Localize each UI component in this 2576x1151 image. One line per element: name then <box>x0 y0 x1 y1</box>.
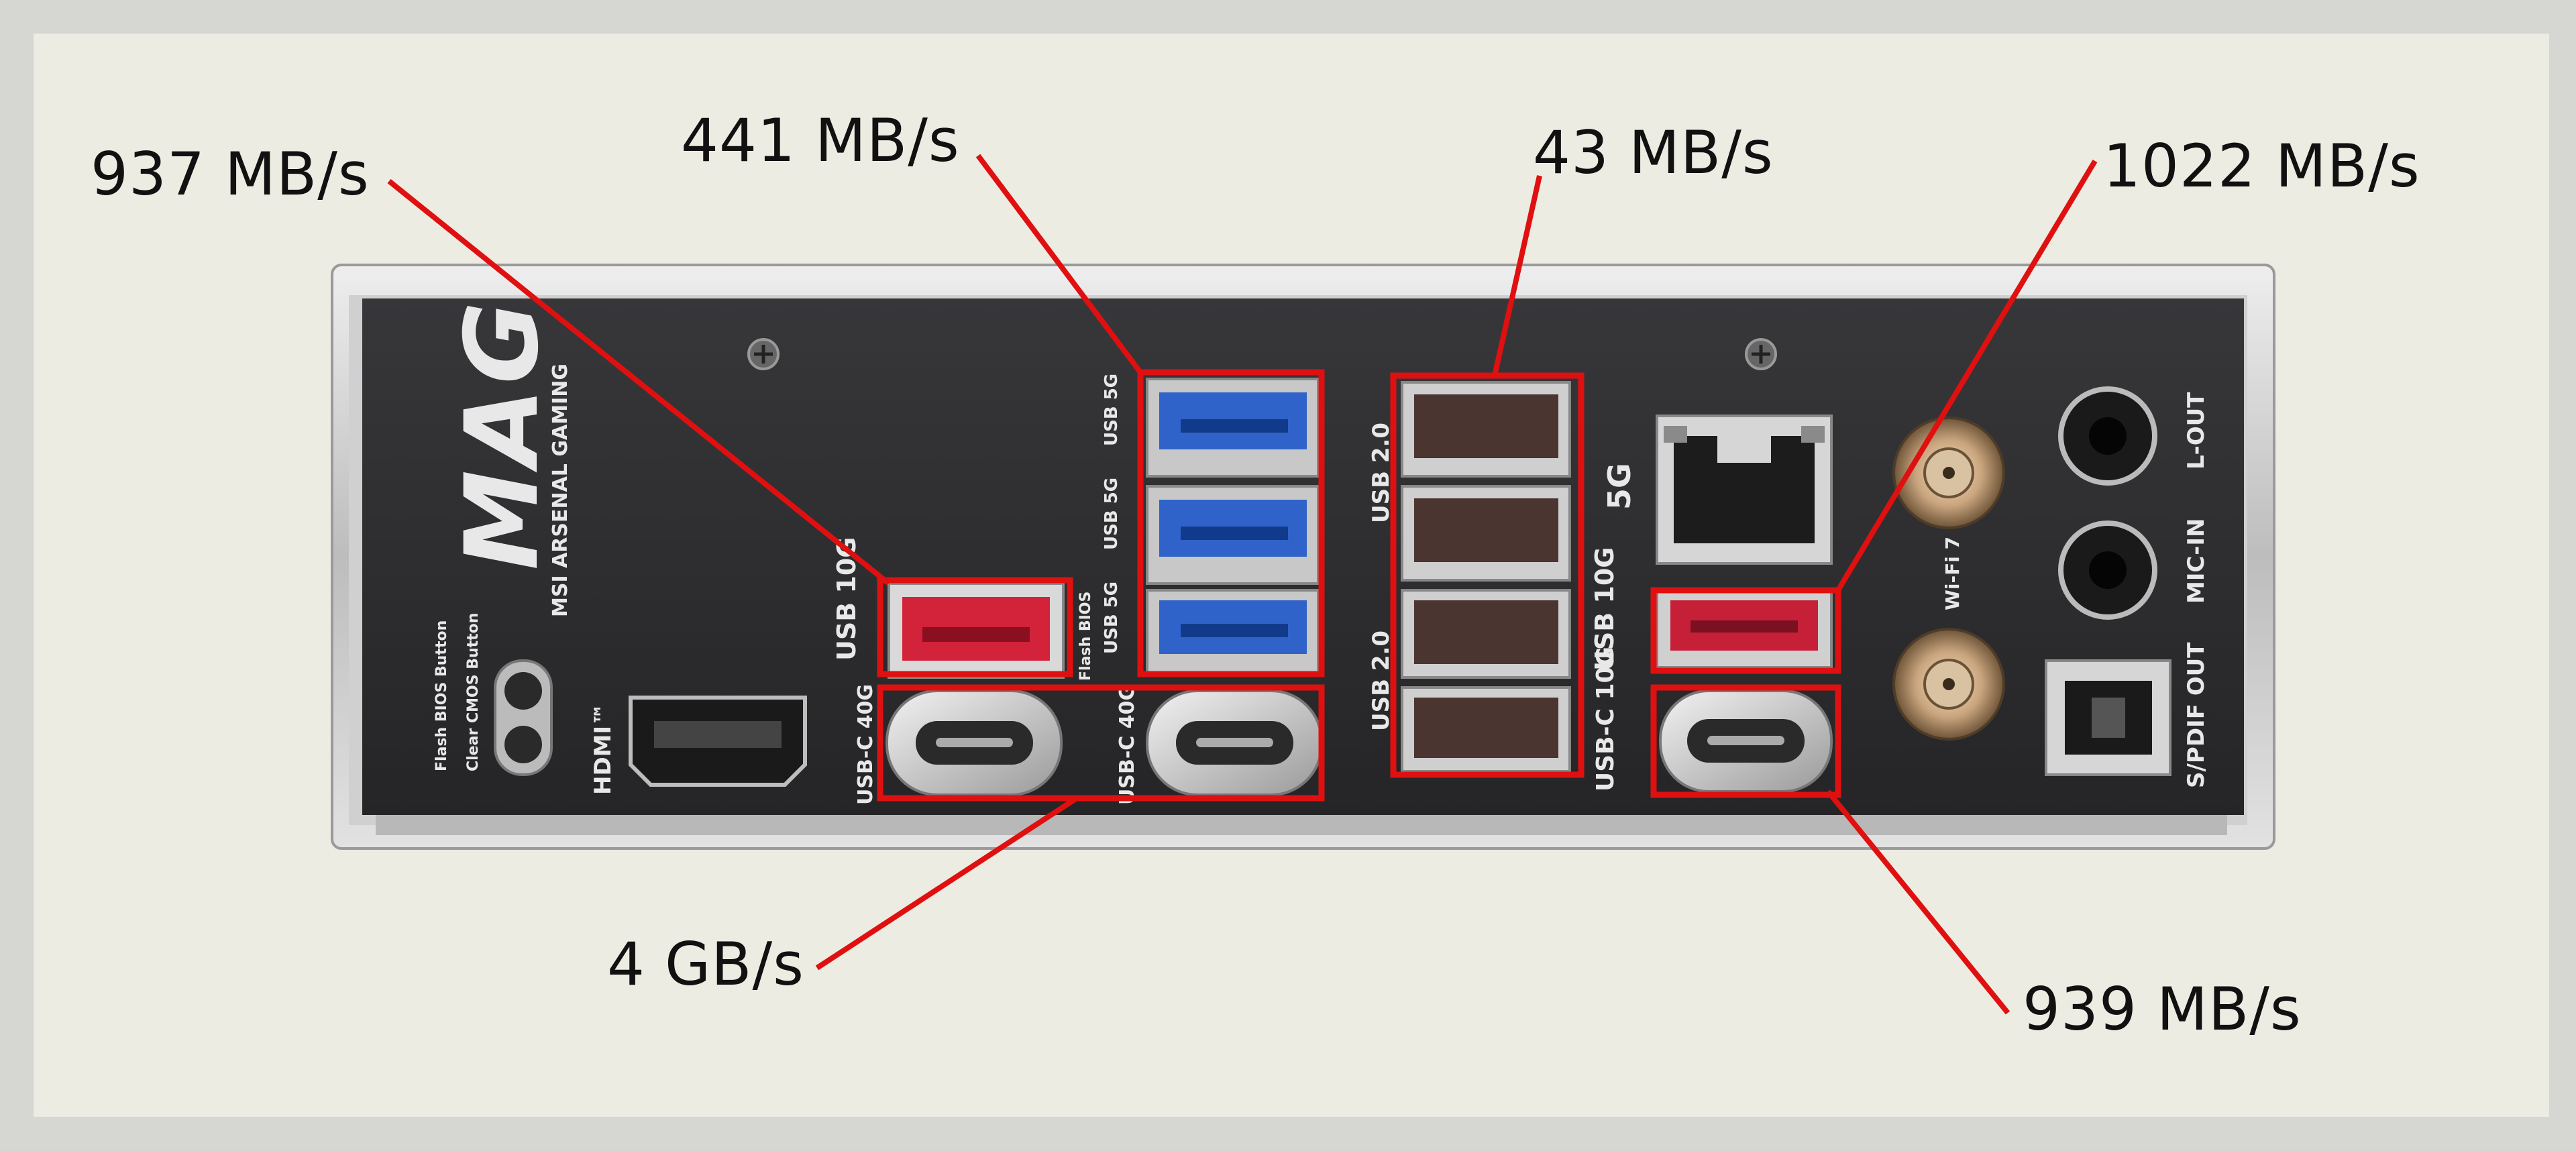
lan-port <box>1656 415 1833 565</box>
five-g-label: 5G <box>1601 463 1638 510</box>
screw-icon <box>1745 338 1777 370</box>
leader-usbc10g <box>1825 789 2010 1015</box>
leader-usb10g-front <box>387 178 891 586</box>
usbc40g-port-1 <box>885 690 1063 796</box>
mic-in-label: MIC-IN <box>2183 518 2210 604</box>
leader-usb5g <box>975 154 1143 374</box>
usb10g-port-rear <box>1656 589 1833 669</box>
mic-in-label-group: MIC-IN <box>2183 518 2210 604</box>
usb10g-port-front <box>888 582 1065 679</box>
usb5g-label-3-group: USB 5G <box>1102 582 1122 654</box>
flash-bios-label-group: Flash BIOS Button <box>433 620 450 771</box>
usb5g-label-1-group: USB 5G <box>1102 374 1122 446</box>
usbc40g-label-2: USB-C 40G <box>1116 684 1139 805</box>
usb5g-port-3 <box>1146 589 1320 675</box>
usb5g-label-2: USB 5G <box>1102 478 1122 550</box>
wifi-label: Wi-Fi 7 <box>1941 537 1964 610</box>
usb20-label-1-group: USB 2.0 <box>1368 423 1395 523</box>
highlight-usb10g-front <box>877 577 1073 677</box>
usbc40g-port-2 <box>1146 690 1323 796</box>
wifi-antenna-connector-2 <box>1892 628 2005 741</box>
spdif-out-port <box>2045 659 2171 776</box>
highlight-usbc40g <box>877 684 1325 802</box>
usb5g-port-1 <box>1146 378 1320 478</box>
usb5g-label-3: USB 5G <box>1102 582 1122 654</box>
usbc40g-label-1-group: USB-C 40G <box>854 684 877 805</box>
flash-bios-small-label: Flash BIOS <box>1077 592 1094 681</box>
usb5g-port-2 <box>1146 485 1320 585</box>
audio-jack-mic-in <box>2058 520 2157 620</box>
callout-usbc40g: 4 GB/s <box>607 930 804 999</box>
hdmi-label-group: HDMI™ <box>590 703 616 795</box>
usb20-ports <box>1401 381 1571 773</box>
callout-usb10g-front: 937 MB/s <box>91 140 370 209</box>
usb10g-rear-label-group: USB 10G <box>1590 547 1619 671</box>
callout-usb5g: 441 MB/s <box>681 106 960 175</box>
clear-cmos-label: Clear CMOS Button <box>465 613 482 771</box>
usb20-label-2: USB 2.0 <box>1368 631 1395 731</box>
usb5g-label-1: USB 5G <box>1102 374 1122 446</box>
flash-bios-label: Flash BIOS Button <box>433 620 450 771</box>
leader-usbc40g <box>815 796 1079 971</box>
five-g-label-group: 5G <box>1601 463 1638 510</box>
highlight-usb20 <box>1390 372 1585 778</box>
io-shield: MAG MSI ARSENAL GAMING Flash BIOS Button… <box>331 264 2275 850</box>
flash-clear-buttons <box>494 659 553 776</box>
brand-subtitle: MSI ARSENAL GAMING <box>549 364 572 617</box>
highlight-boxes <box>877 369 1841 802</box>
callout-usb20: 43 MB/s <box>1533 118 1774 187</box>
leader-usb20 <box>1492 175 1542 376</box>
shield-bottom-rail <box>376 815 2227 835</box>
spdif-label: S/PDIF OUT <box>2183 642 2210 788</box>
brand-subtitle-group: MSI ARSENAL GAMING <box>549 364 572 617</box>
usbc10g-label-group: USB-C 10G <box>1592 647 1619 791</box>
wifi-label-group: Wi-Fi 7 <box>1941 537 1964 610</box>
audio-jack-l-out <box>2058 386 2157 486</box>
l-out-label: L-OUT <box>2183 392 2210 470</box>
usbc40g-label-2-group: USB-C 40G <box>1116 684 1139 805</box>
usb5g-label-2-group: USB 5G <box>1102 478 1122 550</box>
highlight-usbc10g <box>1650 684 1841 798</box>
usbc10g-port <box>1659 690 1833 793</box>
clear-cmos-label-group: Clear CMOS Button <box>465 613 482 771</box>
hdmi-port <box>629 696 807 787</box>
usbc10g-label: USB-C 10G <box>1592 647 1619 791</box>
flash-bios-small-label-group: Flash BIOS <box>1077 592 1094 681</box>
usbc40g-label-1: USB-C 40G <box>854 684 877 805</box>
highlight-usb5g <box>1137 369 1325 677</box>
highlight-usb10g-rear <box>1650 587 1841 674</box>
usb20-label-1: USB 2.0 <box>1368 423 1395 523</box>
usb20-label-2-group: USB 2.0 <box>1368 631 1395 731</box>
brand-logo: MAG <box>444 298 561 570</box>
clear-cmos-button-icon <box>504 726 542 763</box>
leader-usb10g-rear <box>1835 159 2098 592</box>
usb10g-rear-label: USB 10G <box>1590 547 1619 671</box>
hdmi-label: HDMI™ <box>590 703 616 795</box>
l-out-label-group: L-OUT <box>2183 392 2210 470</box>
callout-usb10g-rear: 1022 MB/s <box>2103 131 2420 201</box>
spdif-label-group: S/PDIF OUT <box>2183 642 2210 788</box>
flash-bios-button-icon <box>504 672 542 710</box>
screw-icon <box>747 338 780 370</box>
wifi-antenna-connector-1 <box>1892 417 2005 529</box>
leader-lines <box>387 154 2098 1015</box>
brand-logo-text: MAG <box>444 298 561 570</box>
callout-usbc10g: 939 MB/s <box>2023 975 2302 1044</box>
